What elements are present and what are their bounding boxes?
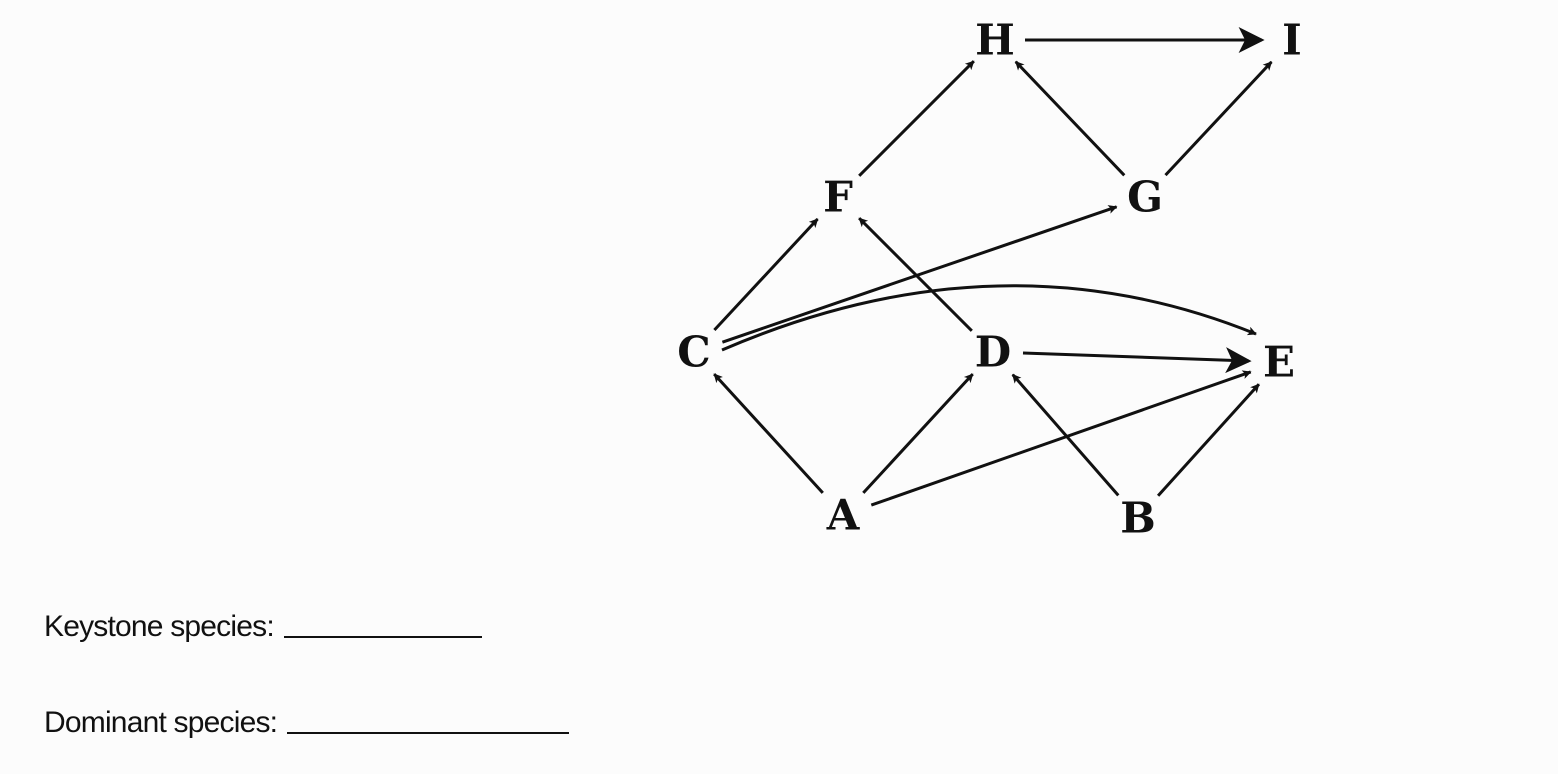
edge-b-to-d <box>1011 373 1120 497</box>
keystone-species-label: Keystone species: <box>44 610 275 643</box>
dominant-species-label: Dominant species: <box>44 706 278 739</box>
edge-a-to-d <box>862 373 974 494</box>
edge-c-to-f <box>713 217 819 332</box>
node-e: E <box>1263 338 1295 387</box>
edge-f-to-h <box>858 60 975 177</box>
edge-b-to-e <box>1156 383 1261 497</box>
node-h: H <box>975 16 1015 65</box>
node-d: D <box>975 328 1011 377</box>
node-g: G <box>1127 173 1163 222</box>
node-f: F <box>823 173 853 222</box>
edge-c-to-g <box>721 205 1118 344</box>
dominant-answer-blank[interactable] <box>287 704 570 734</box>
answer-section: Keystone species: Dominant species: <box>44 604 570 740</box>
dominant-question: Dominant species: <box>44 700 570 740</box>
edge-a-to-c <box>713 373 824 494</box>
food-web-diagram: A B C D E F G H I <box>677 16 1302 543</box>
edge-d-to-f <box>858 217 973 332</box>
node-c: C <box>677 328 710 377</box>
edge-g-to-h <box>1014 60 1126 177</box>
node-a: A <box>826 491 861 540</box>
node-b: B <box>1120 494 1156 543</box>
edge-c-to-e <box>721 284 1257 352</box>
edge-d-to-e <box>1022 347 1252 374</box>
edge-g-to-i <box>1164 60 1273 177</box>
keystone-answer-blank[interactable] <box>283 608 482 638</box>
keystone-question: Keystone species: <box>44 604 569 644</box>
edge-a-to-e <box>870 370 1252 507</box>
node-i: I <box>1282 16 1302 65</box>
